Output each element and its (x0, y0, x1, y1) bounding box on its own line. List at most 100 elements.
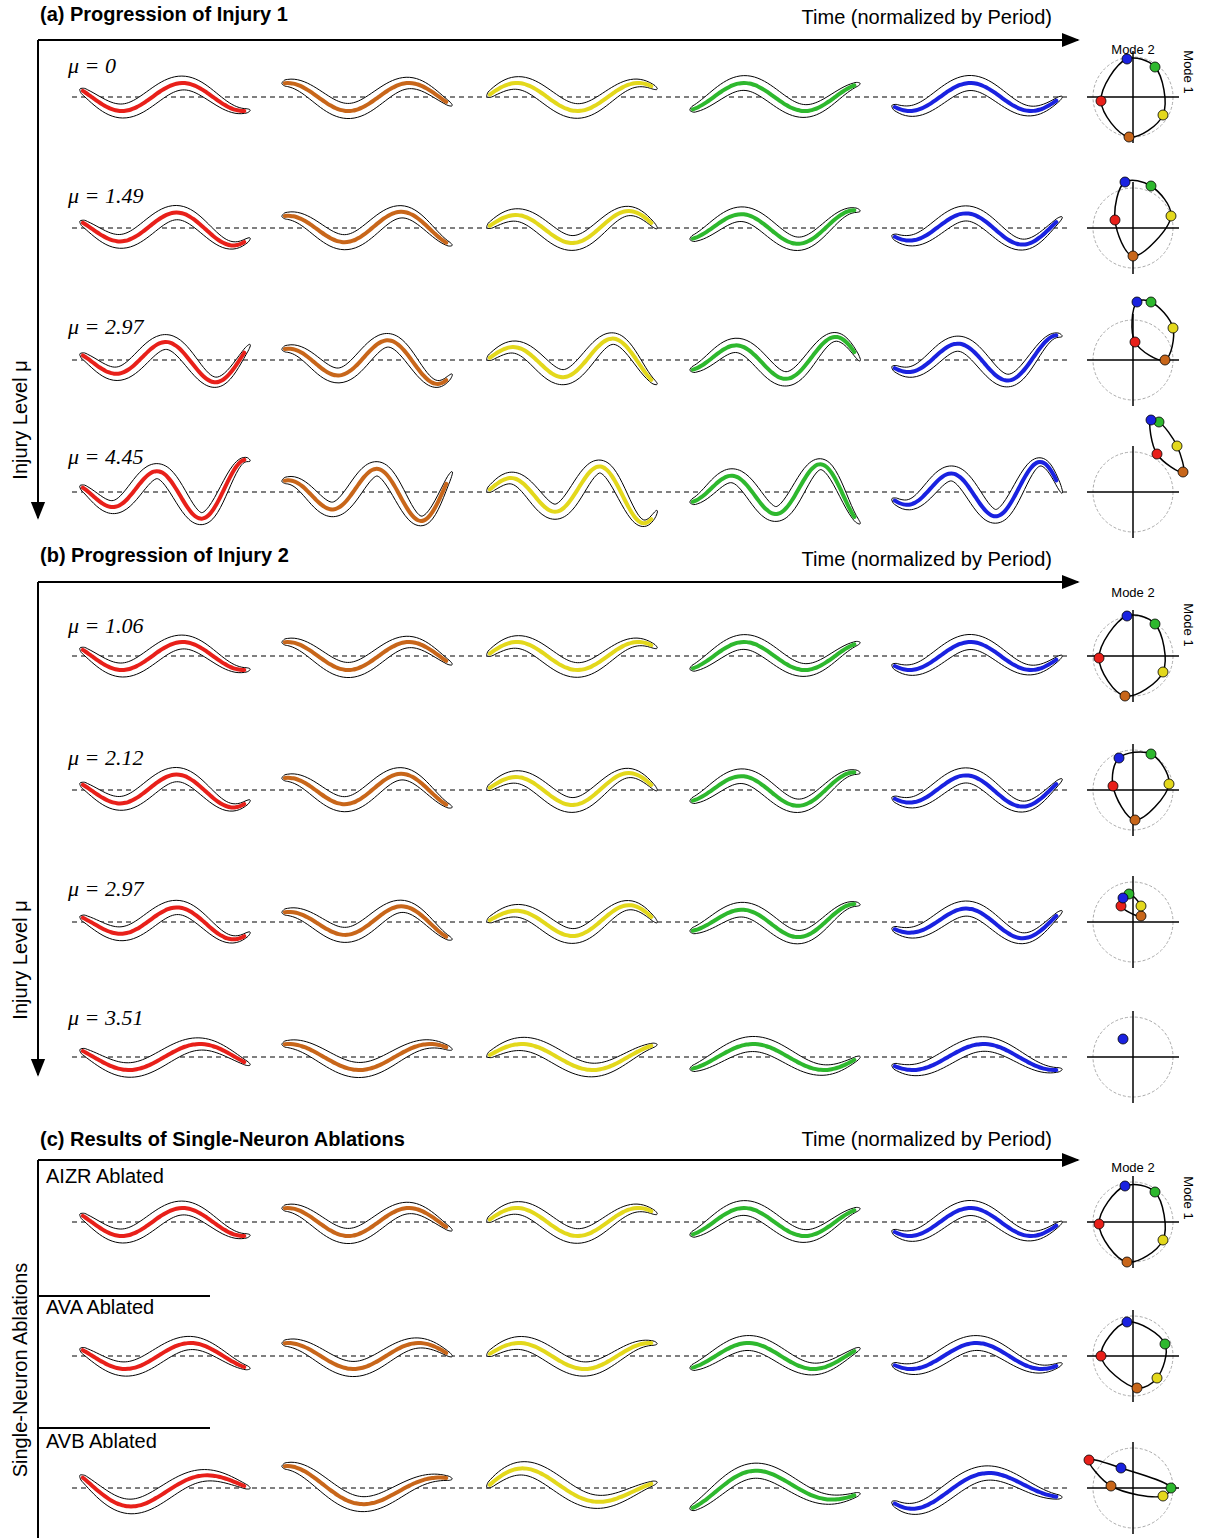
worm-centerline (693, 904, 855, 937)
injury-level-label: μ = 3.51 (68, 1005, 143, 1030)
worm-body (487, 1462, 658, 1509)
phase-dot (1094, 653, 1104, 663)
axis-label: Injury Level μ (9, 360, 32, 479)
phase-dot (1120, 177, 1130, 187)
worm-centerline (285, 1466, 447, 1504)
worm-body (80, 76, 250, 118)
injury-level-label: μ = 1.06 (68, 613, 143, 638)
plot-label: Mode 2 (1111, 1161, 1154, 1176)
phase-dot (1122, 1317, 1132, 1327)
injury-level-label: μ = 1.49 (68, 183, 143, 208)
phase-plot (1087, 1011, 1179, 1103)
phase-dot (1158, 1491, 1168, 1501)
worm-centerline (490, 339, 652, 380)
phase-dot (1114, 753, 1124, 763)
worm-centerline (693, 1044, 855, 1070)
worm-body (690, 902, 860, 944)
worm-centerline (693, 464, 855, 517)
injury-axis (37, 582, 39, 1075)
worm-centerline (490, 1208, 652, 1236)
phase-plot (1087, 177, 1179, 274)
worm-centerline (285, 340, 447, 384)
phase-dot (1150, 619, 1160, 629)
worm-centerline (895, 1473, 1057, 1509)
phase-loop (1089, 1459, 1171, 1496)
worm-centerline (285, 642, 447, 670)
worm-body (487, 206, 658, 250)
worm-centerline (285, 1044, 447, 1070)
phase-plot (1087, 876, 1179, 968)
worm-centerline (83, 1343, 245, 1369)
worm-centerline (693, 210, 855, 244)
worm-body (690, 1036, 860, 1075)
injury-level-label: μ = 2.97 (68, 314, 143, 339)
phase-plots (1084, 51, 1188, 1534)
phase-dot (1158, 1235, 1168, 1245)
phase-dot (1168, 323, 1178, 333)
phase-dot (1130, 815, 1140, 825)
injury-level-label: μ = 0 (68, 53, 116, 78)
worm-body (690, 1336, 860, 1375)
worm-centerline (490, 1044, 652, 1070)
worm-centerline (895, 775, 1057, 806)
baseline (72, 922, 1068, 923)
baseline (72, 360, 1068, 361)
worm-centerline (693, 1471, 855, 1508)
worm-body (892, 768, 1063, 812)
worm-body (690, 459, 861, 524)
worm-body (487, 768, 658, 812)
worm-body (282, 77, 452, 118)
phase-plot (1087, 415, 1188, 538)
worm-body (282, 1040, 452, 1078)
worm-body (892, 1336, 1062, 1375)
worm-centerline (285, 212, 447, 243)
worm-centerline (895, 642, 1057, 670)
worm-body (282, 206, 452, 250)
plot-label: AVB Ablated (46, 1430, 157, 1453)
worm-body (690, 207, 860, 251)
worm-body (487, 333, 658, 385)
phase-loop (1112, 752, 1169, 820)
worm-centerline (693, 642, 855, 670)
ablation-axis (37, 1160, 39, 1538)
worm-centerline (693, 83, 855, 111)
phase-dot (1120, 691, 1130, 701)
worm-body (892, 1200, 1063, 1241)
worm-centerline (83, 83, 245, 111)
phase-dot (1096, 96, 1106, 106)
worm-centerline (895, 1044, 1057, 1070)
phase-dot (1096, 1351, 1106, 1361)
phase-dot (1136, 901, 1146, 911)
mode-axis (1132, 1176, 1134, 1268)
worm-centerline (83, 907, 245, 939)
worm-body (80, 900, 251, 943)
phase-dot (1118, 893, 1128, 903)
phase-dot (1120, 1181, 1130, 1191)
phase-dot (1166, 211, 1176, 221)
worm-centerline (285, 1208, 447, 1236)
worm-body (487, 636, 658, 678)
worm-centerline (895, 83, 1057, 111)
phase-loop (1101, 1322, 1166, 1388)
axis-label: Mode 1 (1181, 603, 1196, 646)
phase-plot (1087, 51, 1179, 143)
worm-centerline (490, 467, 652, 524)
baseline (72, 790, 1068, 791)
phase-dot (1108, 781, 1118, 791)
phase-dot (1160, 355, 1170, 365)
phase-loop (1132, 300, 1174, 360)
worm-body (892, 458, 1063, 523)
worm-body (690, 1201, 860, 1243)
worm-centerline (490, 211, 652, 243)
worm-body (80, 205, 251, 249)
worm-body (487, 1202, 658, 1244)
worm-body (690, 76, 860, 118)
worm-centerline (895, 213, 1057, 244)
worm-centerline (83, 1475, 245, 1506)
worm-centerline (490, 1343, 652, 1369)
worm-body (892, 75, 1063, 116)
worm-centerline (83, 213, 245, 246)
row-separator (38, 1427, 210, 1429)
phase-dot (1172, 441, 1182, 451)
